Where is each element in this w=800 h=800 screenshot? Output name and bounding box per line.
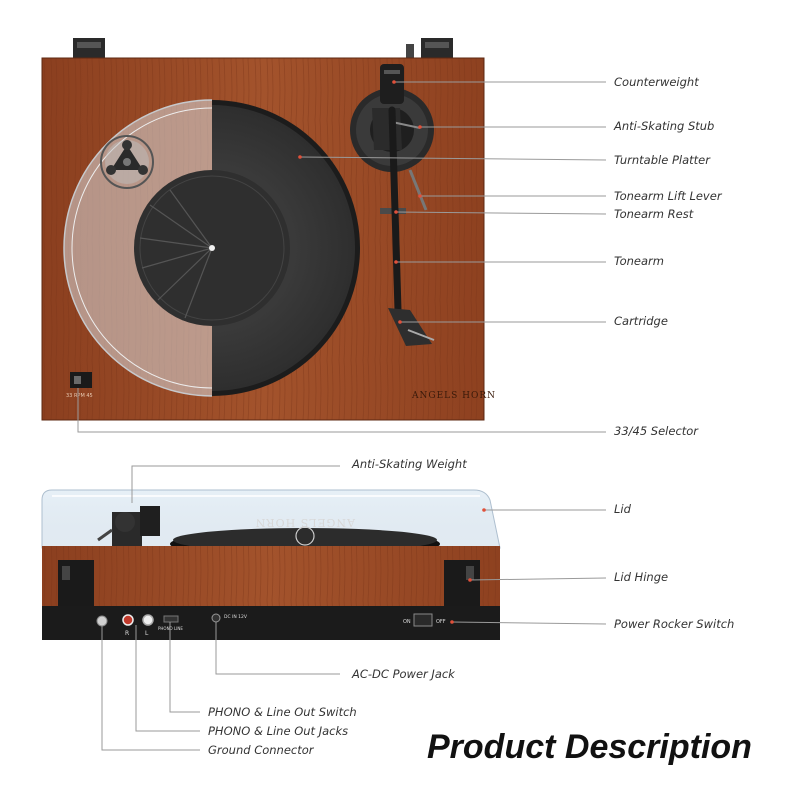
- brand-logo-top: ANGELS HORN: [411, 391, 496, 401]
- selector-marks: 33 RPM 45: [66, 393, 93, 399]
- callout-line-selector: [77, 388, 606, 433]
- label-lid: Lid: [614, 502, 631, 516]
- turntable-platter: [63, 99, 360, 397]
- power-off-mark: OFF: [436, 619, 446, 625]
- cartridge: [388, 308, 432, 346]
- tonearm: [388, 106, 402, 314]
- label-cartridge: Cartridge: [614, 314, 668, 328]
- anti-skating-weight: [97, 528, 113, 542]
- jack-label-l: L: [145, 630, 149, 637]
- lid-hinges: [58, 560, 480, 610]
- label-ac-dc-power-jack: AC-DC Power Jack: [352, 667, 455, 681]
- callout-line-anti-skating-weight: [131, 465, 340, 503]
- top-view: 33 RPM 45 ANGELS HORN: [41, 38, 496, 421]
- jack-label-r: R: [125, 630, 129, 637]
- page-title: Product Description: [427, 728, 752, 766]
- callout-line-turntable-platter: [299, 156, 607, 161]
- callout-line-power-rocker: [451, 621, 607, 625]
- callout-line-phono-switch: [169, 622, 200, 713]
- speed-selector: 33 RPM 45: [66, 372, 93, 399]
- rca-jack-r: [122, 614, 134, 626]
- label-turntable-platter: Turntable Platter: [614, 153, 710, 167]
- label-lid-hinge: Lid Hinge: [614, 570, 669, 584]
- callout-line-lid-hinge: [469, 577, 607, 581]
- label-phono-line-switch: PHONO & Line Out Switch: [208, 705, 357, 719]
- side-view: ANGELS HORN R L PHONO LINE DC IN: [41, 489, 501, 640]
- label-tonearm-lift-lever: Tonearm Lift Lever: [614, 189, 722, 203]
- callout-line-power-jack: [215, 622, 340, 675]
- label-phono-line-jacks: PHONO & Line Out Jacks: [208, 724, 349, 738]
- ground-connector: [96, 615, 108, 627]
- callout-lines: [77, 81, 607, 751]
- label-power-rocker-switch: Power Rocker Switch: [614, 617, 735, 631]
- label-tonearm: Tonearm: [614, 254, 664, 268]
- callout-line-tonearm-rest: [395, 211, 607, 215]
- hinge-tab-right: [421, 38, 453, 60]
- tonearm-assembly: [350, 64, 435, 346]
- label-anti-skating-stub: Anti-Skating Stub: [614, 119, 715, 133]
- phono-line-switch-body: [163, 615, 179, 623]
- callout-dots: [298, 80, 486, 624]
- label-tonearm-rest: Tonearm Rest: [614, 207, 694, 221]
- power-on-mark: ON: [403, 619, 411, 625]
- dc-in-mark: DC IN 12V: [224, 614, 248, 620]
- 45-adapter: [100, 135, 154, 189]
- dc-jack: [211, 613, 221, 623]
- callout-line-ground: [101, 626, 200, 751]
- rca-jack-l: [142, 614, 154, 626]
- spindle: [209, 245, 215, 251]
- callout-line-phono-jacks: [135, 625, 200, 732]
- label-ground-connector: Ground Connector: [208, 743, 314, 757]
- label-counterweight: Counterweight: [614, 75, 699, 89]
- phono-line-mark: PHONO LINE: [158, 626, 183, 631]
- brand-logo-side: ANGELS HORN: [255, 516, 356, 529]
- lift-lever: [408, 169, 428, 211]
- anti-skating-stub: [391, 121, 421, 129]
- label-anti-skating-weight: Anti-Skating Weight: [352, 457, 467, 471]
- label-selector: 33/45 Selector: [614, 424, 699, 438]
- power-rocker-body: [413, 613, 433, 627]
- hinge-tab-left: [73, 38, 105, 60]
